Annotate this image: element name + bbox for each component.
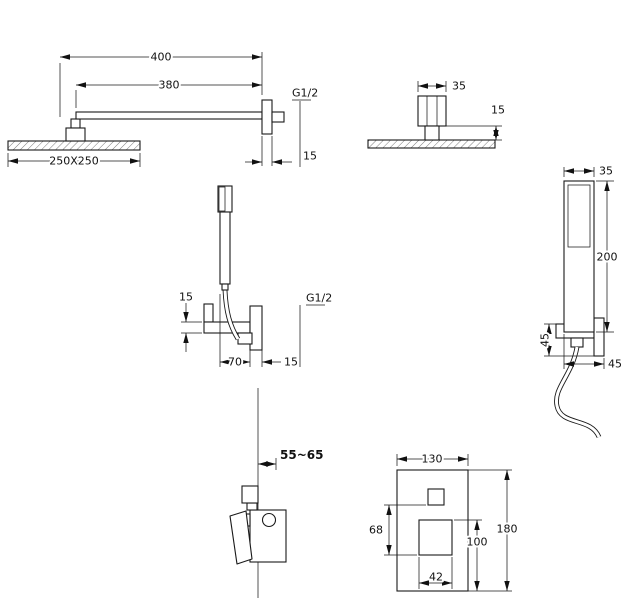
holder-hook — [203, 303, 214, 323]
mixer-valve-side-view: 55~65 — [229, 388, 325, 598]
wall-flange-front — [417, 95, 447, 127]
valve-top-port — [241, 485, 259, 504]
dimension-70-offset: 70 — [219, 294, 251, 371]
dimension-15-flange: 15 — [245, 136, 319, 166]
holder-wall-plate-front — [593, 317, 605, 357]
shower-head-plate-edge — [367, 139, 496, 149]
hand-shower-hose-side — [222, 289, 241, 341]
dimension-55-65: 55~65 — [258, 446, 325, 470]
head-stem-front — [424, 125, 440, 141]
valve-top-port-front — [427, 488, 445, 506]
dim-label-handle-length: 200 — [597, 251, 618, 264]
dimension-42: 42 — [418, 557, 453, 589]
dim-label-recess-depth: 55~65 — [280, 448, 323, 462]
dimension-45-holder-height: 45 — [537, 323, 594, 357]
wall-flange — [261, 99, 273, 135]
dim-label-plate-width: 130 — [422, 453, 443, 466]
dim-label-handle-width: 35 — [599, 165, 613, 178]
dim-label-overall-length: 400 — [151, 51, 172, 64]
hand-shower-body — [563, 180, 595, 333]
dimension-15-plate: 15 — [261, 350, 300, 371]
valve-handle-front — [418, 519, 453, 556]
hose-nipple — [570, 337, 584, 348]
shower-arm — [75, 111, 263, 120]
thread-callout-g12: G1/2 — [290, 85, 320, 102]
dim-label-upper-height: 68 — [369, 524, 383, 537]
valve-neck — [246, 502, 258, 511]
head-nut — [65, 127, 86, 142]
holder-wall-plate — [249, 305, 263, 351]
valve-cartridge-detail — [261, 512, 277, 528]
dimension-15-bracket: 15 — [177, 289, 202, 352]
hand-shower-taper — [221, 283, 229, 291]
mixer-valve-front-view: 130 68 100 180 42 — [367, 451, 520, 592]
dimension-180: 180 — [468, 469, 520, 592]
dimension-130: 130 — [396, 451, 469, 468]
dimension-45-holder-depth: 45 — [563, 334, 624, 373]
valve-lever-side — [229, 510, 253, 565]
dim-label-flange-depth: 15 — [303, 150, 317, 163]
holder-arm — [203, 321, 251, 334]
dim-label-arm-length: 380 — [159, 79, 180, 92]
shower-head-plate — [7, 140, 141, 151]
dim-label-lower-height: 100 — [467, 536, 488, 549]
dimension-200-length: 200 — [595, 180, 620, 333]
dim-label-drop-height: 15 — [491, 104, 505, 117]
dimension-15-drop: 15 — [446, 102, 507, 141]
head-stem — [70, 118, 81, 129]
rain-shower-front-view: 35 15 — [367, 78, 507, 149]
dim-label-flange-width: 35 — [452, 80, 466, 93]
hand-shower-handle-side — [219, 211, 231, 285]
dim-label-plate-depth: 15 — [284, 356, 298, 369]
dim-label-holder-offset: 70 — [228, 356, 242, 369]
hand-shower-spray-face — [567, 184, 591, 248]
dim-label-head-size: 250X250 — [49, 155, 99, 168]
dim-label-holder-depth: 45 — [608, 358, 622, 371]
thread-callout-g12-holder: G1/2 — [299, 290, 334, 367]
dimension-400: 400 — [59, 49, 263, 117]
dimension-100: 100 — [454, 519, 490, 591]
dimension-380: 380 — [75, 77, 262, 108]
outlet-elbow — [237, 332, 253, 345]
pipe-stub — [271, 111, 285, 123]
dimension-250x250: 250X250 — [7, 153, 141, 170]
dim-label-bracket-thickness: 15 — [179, 291, 193, 304]
thread-label: G1/2 — [306, 292, 332, 305]
dimension-68: 68 — [367, 504, 426, 556]
dimension-35-handle: 35 — [563, 163, 615, 180]
hand-shower-hose-front — [554, 346, 602, 439]
hand-shower-face-hatch — [218, 186, 226, 212]
hand-shower-holder-side-view: 15 G1/2 70 15 — [177, 185, 334, 371]
hand-shower-front-view: 35 200 45 45 — [537, 163, 624, 439]
dim-label-holder-height: 45 — [539, 333, 552, 347]
thread-label: G1/2 — [292, 87, 318, 100]
dim-label-plate-height: 180 — [497, 523, 518, 536]
dim-label-handle-width: 42 — [429, 571, 443, 584]
dimension-35-flange: 35 — [417, 78, 468, 95]
rain-shower-side-view: 400 380 G1/2 15 250X250 — [7, 49, 320, 170]
